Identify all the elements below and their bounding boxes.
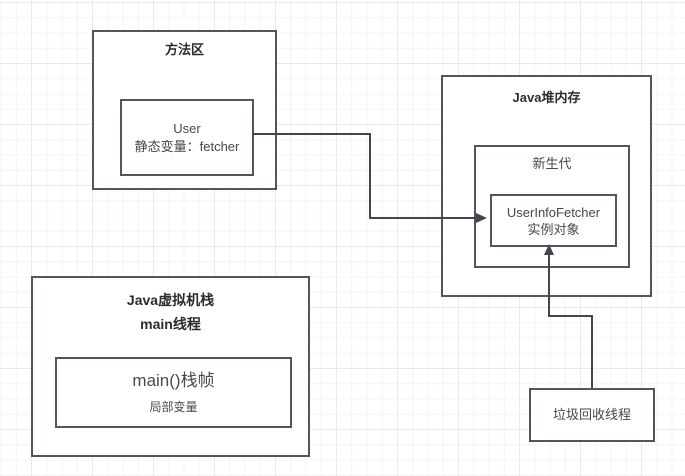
- method-area-title: 方法区: [164, 42, 204, 57]
- gc-thread-label: 垃圾回收线程: [552, 407, 631, 422]
- jvm-stack-title: Java虚拟机栈: [126, 292, 215, 308]
- gc-thread-box: 垃圾回收线程: [529, 388, 655, 442]
- method-area-box: 方法区 User 静态变量：fetcher: [92, 30, 277, 190]
- instance-object-label: 实例对象: [527, 221, 580, 237]
- main-stack-frame-box: main()栈帧 局部变量: [55, 357, 292, 428]
- java-heap-title: Java堆内存: [512, 90, 581, 105]
- user-class-label: User: [173, 120, 201, 136]
- instance-class-label: UserInfoFetcher: [506, 204, 601, 220]
- java-heap-box: Java堆内存 新生代 UserInfoFetcher 实例对象: [441, 75, 652, 297]
- young-generation-title: 新生代: [532, 156, 572, 171]
- young-generation-box: 新生代 UserInfoFetcher 实例对象: [474, 145, 630, 268]
- jvm-stack-box: Java虚拟机栈 main线程 main()栈帧 局部变量: [31, 276, 310, 457]
- main-thread-title: main线程: [140, 316, 201, 332]
- local-variables-label: 局部变量: [149, 400, 198, 414]
- main-frame-label: main()栈帧: [132, 371, 215, 390]
- static-variable-label: 静态变量：fetcher: [134, 138, 240, 154]
- user-static-variable-box: User 静态变量：fetcher: [120, 99, 254, 176]
- userinfofetcher-instance-box: UserInfoFetcher 实例对象: [490, 194, 617, 247]
